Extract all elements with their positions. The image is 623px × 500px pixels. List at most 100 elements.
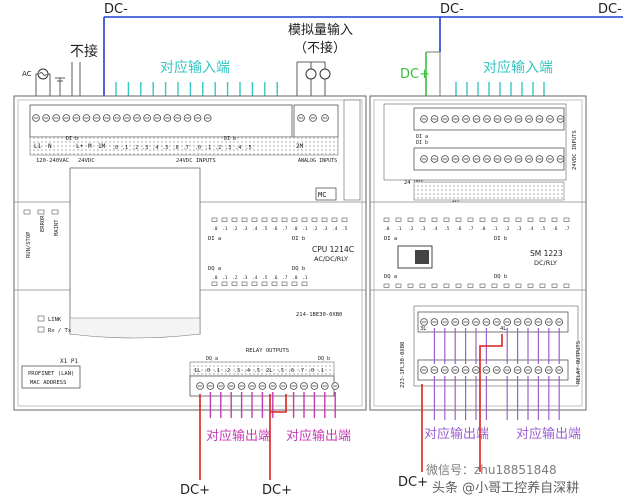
sm-model-sub: DC/RLY <box>534 259 557 267</box>
sm-di-led-4 <box>431 217 438 222</box>
status-maint: MAINT <box>54 219 60 236</box>
svg-text:LINK: LINK <box>48 317 62 323</box>
dc-minus-label-mid: DC- <box>440 2 464 17</box>
cpu-io-leds: .0.1.2.3.4.5.6.7.0.1.2.3.4.5.0.1.2.3.4.5… <box>211 217 348 286</box>
svg-text:.2: .2 <box>232 226 238 232</box>
cpu-dia-num-6: .6 <box>173 145 179 151</box>
sm-dq-led-13 <box>539 283 546 288</box>
svg-text:.6: .6 <box>552 226 558 232</box>
svg-text:.6: .6 <box>272 226 278 232</box>
cpu-di-led-3 <box>241 217 248 222</box>
dc-plus-label-1: DC+ <box>180 483 210 498</box>
cpu-dib-num-3: .3 <box>225 145 231 151</box>
analog-no-connect: （不接） <box>294 40 346 56</box>
cpu-dib-num-1: .1 <box>205 145 211 151</box>
svg-text:2L: 2L <box>266 368 273 374</box>
cpu-top-screws <box>32 114 329 122</box>
svg-text:.7: .7 <box>282 275 288 281</box>
sm-di-led-1 <box>395 217 402 222</box>
cpu-di-led-2 <box>231 217 238 222</box>
svg-text:Rx / Tx: Rx / Tx <box>48 328 72 334</box>
svg-text:.1: .1 <box>492 226 498 232</box>
dc-plus-label-2: DC+ <box>262 483 292 498</box>
mac-address-label: MAC ADDRESS <box>30 380 66 386</box>
cpu-power-spec: 120-240VAC <box>36 158 69 164</box>
sm-di-led-8 <box>479 217 486 222</box>
rxtx-led <box>37 326 45 333</box>
cpu-dq-num-b-1: .6 <box>288 368 294 374</box>
svg-text:.4: .4 <box>252 226 258 232</box>
sm-dq-led-6 <box>455 283 462 288</box>
status-error: ERROR <box>40 215 46 232</box>
cpu-dq-num-b-2: .7 <box>298 368 304 374</box>
svg-text:.3: .3 <box>242 275 248 281</box>
maint-led <box>51 209 59 215</box>
sm-di-led-15 <box>563 217 570 222</box>
sm-dq-led-12 <box>527 283 534 288</box>
no-connect-label: 不接 <box>70 43 98 60</box>
cpu-dq-led-7 <box>281 281 288 286</box>
sm-di-led-6 <box>455 217 462 222</box>
sm-input-title: 对应输入端 <box>483 59 553 76</box>
cpu-dq-led-6 <box>271 281 278 286</box>
svg-text:.5: .5 <box>444 226 450 232</box>
cpu-front-cover <box>69 167 201 335</box>
svg-text:DQ a: DQ a <box>384 274 397 280</box>
svg-text:.2: .2 <box>312 226 318 232</box>
svg-text:.6: .6 <box>272 275 278 281</box>
svg-text:.2: .2 <box>408 226 414 232</box>
svg-text:.3: .3 <box>516 226 522 232</box>
cpu-output-title-2: 对应输出端 <box>286 428 351 444</box>
svg-text:.0: .0 <box>292 275 298 281</box>
cpu-input-title: 对应输入端 <box>160 59 230 76</box>
svg-text:DQ b: DQ b <box>494 274 507 280</box>
sm-dc-plus-label: DC+ <box>400 67 430 82</box>
sm-dq-led-1 <box>395 283 402 288</box>
cpu-dq-led-2 <box>231 281 238 286</box>
cpu-di-led-7 <box>281 217 288 222</box>
svg-text:.7: .7 <box>564 226 570 232</box>
sm-di-led-12 <box>527 217 534 222</box>
svg-text:DI a: DI a <box>384 236 397 242</box>
cpu-dq-led-4 <box>251 281 258 286</box>
sm-relay-outputs-label: RELAY OUTPUTS <box>576 341 582 384</box>
cpu-di-led-0 <box>211 217 218 222</box>
sm-di-led-0 <box>383 217 390 222</box>
cpu-dia-num-3: .3 <box>142 145 148 151</box>
cpu-di-led-10 <box>311 217 318 222</box>
svg-text:X1 P1: X1 P1 <box>60 358 78 365</box>
analog-source-icon-1 <box>305 68 317 80</box>
sm-24vdc-inputs-label: 24VDC INPUTS <box>572 130 578 170</box>
cpu-dia-num-0: .0 <box>112 145 118 151</box>
sm-order-number: 223-1PL30-0XB0 <box>400 342 406 388</box>
sm-dq-led-15 <box>563 283 570 288</box>
sm-dq-led-11 <box>515 283 522 288</box>
sm-dq-led-4 <box>431 283 438 288</box>
svg-text:.1: .1 <box>222 275 228 281</box>
sm-io-leds: .0.1.2.3.4.5.6.7.0.1.2.3.4.5.6.7 <box>383 217 570 288</box>
cpu-dia-num-2: .2 <box>132 145 138 151</box>
cpu-di-led-1 <box>221 217 228 222</box>
sm-di-led-5 <box>443 217 450 222</box>
sm-dq-led-0 <box>383 283 390 288</box>
svg-text:DI b: DI b <box>224 136 236 142</box>
watermark-toutiao: 头条 @小哥工控养自深耕 <box>432 480 579 496</box>
ac-label: AC <box>22 70 32 78</box>
cpu-dq-led-8 <box>291 281 298 286</box>
cpu-dq-led-9 <box>301 281 308 286</box>
svg-text:3L: 3L <box>420 326 427 332</box>
svg-text:ANALOG INPUTS: ANALOG INPUTS <box>298 158 337 164</box>
svg-text:.4: .4 <box>432 226 438 232</box>
svg-text:DI b: DI b <box>292 236 305 242</box>
profinet-label: PROFINET (LAN) <box>28 371 74 377</box>
sm-bottom-screws <box>420 318 563 374</box>
svg-text:.0: .0 <box>212 226 218 232</box>
svg-text:.1: .1 <box>302 275 308 281</box>
sm-di-led-9 <box>491 217 498 222</box>
cpu-dq-num-a-2: .2 <box>224 368 230 374</box>
svg-text:1L: 1L <box>194 368 201 374</box>
cpu-dq-num-a-5: .5 <box>254 368 260 374</box>
cpu-di-led-12 <box>331 217 338 222</box>
sm-output-title-2: 对应输出端 <box>516 426 581 442</box>
